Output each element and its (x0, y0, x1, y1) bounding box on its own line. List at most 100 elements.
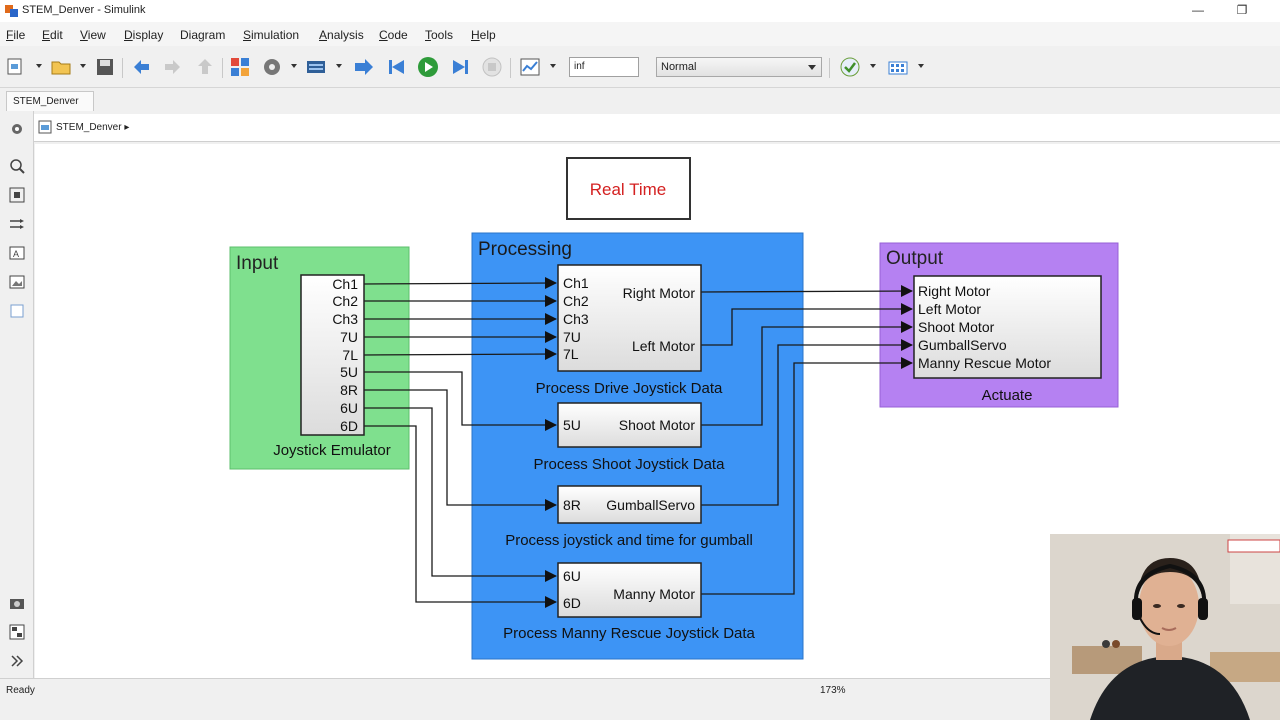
real-time-label: Real Time (590, 180, 667, 199)
zoom-icon[interactable] (9, 158, 25, 174)
input-area-label: Input (236, 253, 279, 274)
wire-shoot-motor[interactable] (701, 326, 912, 426)
actuate-input-shoot-motor: Shoot Motor (918, 319, 995, 335)
tab-stem-denver[interactable]: STEM_Denver (6, 91, 94, 111)
wire-ch3-arrowhead (545, 313, 557, 325)
run-icon[interactable] (417, 56, 439, 78)
open-folder-icon[interactable] (50, 56, 72, 78)
menu-diagram[interactable]: Diagram (180, 28, 226, 42)
wire-right-motor[interactable] (700, 290, 913, 293)
shoot-input-5u: 5U (563, 417, 581, 433)
menu-help[interactable]: Help (471, 28, 496, 42)
check-icon[interactable] (839, 56, 861, 78)
record-icon[interactable] (519, 56, 541, 78)
image-icon[interactable] (9, 274, 25, 290)
wire-left-motor-arrowhead (901, 303, 913, 315)
model-browser-icon[interactable] (9, 624, 25, 640)
joystick-port-5u: 5U (340, 364, 358, 380)
process-shoot-block[interactable]: 5U Shoot Motor Process Shoot Joystick Da… (534, 402, 726, 473)
stop-icon[interactable] (481, 56, 503, 78)
save-icon[interactable] (94, 56, 116, 78)
open-dropdown[interactable] (80, 64, 86, 68)
simulation-mode-select[interactable]: Normal (656, 57, 822, 77)
library-browser-icon[interactable] (229, 56, 251, 78)
drive-input-7u: 7U (563, 329, 581, 345)
window-title: STEM_Denver - Simulink (22, 4, 146, 16)
wire-left-motor[interactable] (701, 308, 912, 346)
simulink-app-icon (5, 5, 18, 17)
expand-palette-icon[interactable] (9, 653, 25, 669)
drive-output-right-motor: Right Motor (623, 285, 696, 301)
wire-8r[interactable] (364, 389, 556, 506)
manny-input-6u: 6U (563, 568, 581, 584)
connect-icon[interactable] (9, 216, 25, 232)
wire-6d[interactable] (364, 425, 556, 603)
stop-time-input[interactable]: inf (569, 57, 639, 77)
wire-5u[interactable] (364, 371, 556, 426)
wire-7l-arrowhead (545, 348, 557, 360)
wire-manny-motor-arrowhead (901, 357, 913, 369)
process-drive-label: Process Drive Joystick Data (536, 380, 723, 397)
left-palette: A (0, 111, 34, 678)
toolbar (0, 46, 1280, 88)
actuate-input-gumballservo: GumballServo (918, 337, 1007, 353)
drive-output-left-motor: Left Motor (632, 338, 695, 354)
check-dropdown[interactable] (870, 64, 876, 68)
wire-manny-motor[interactable] (701, 362, 912, 595)
menu-display[interactable]: Display (124, 28, 164, 42)
signal-lines (363, 282, 913, 603)
menu-file[interactable]: File (6, 28, 26, 42)
real-time-block[interactable]: Real Time (566, 157, 691, 220)
wire-7l[interactable] (363, 353, 557, 356)
output-area-label: Output (886, 248, 944, 269)
step-back-icon[interactable] (353, 56, 375, 78)
menu-simulation[interactable]: Simulation (243, 28, 300, 42)
annotation-icon[interactable]: A (9, 245, 25, 261)
menu-code[interactable]: Code (379, 28, 408, 42)
display-dropdown[interactable] (918, 64, 924, 68)
new-model-dropdown[interactable] (36, 64, 42, 68)
process-gumball-block[interactable]: 8R GumballServo Process joystick and tim… (505, 485, 753, 549)
model-explorer-icon[interactable] (305, 56, 327, 78)
breadcrumb[interactable]: STEM_Denver ▸ (56, 122, 130, 133)
joystick-port-8r: 8R (340, 382, 358, 398)
menu-tools[interactable]: Tools (425, 28, 454, 42)
menu-edit[interactable]: Edit (42, 28, 63, 42)
step-forward-icon[interactable] (449, 56, 471, 78)
screenshot-icon[interactable] (9, 595, 25, 611)
minimize-button[interactable]: — (1192, 3, 1204, 17)
area-icon[interactable] (9, 303, 25, 319)
forward-arrow-icon[interactable] (162, 56, 184, 78)
gumball-input-8r: 8R (563, 497, 581, 513)
restore-button[interactable]: ❐ (1236, 3, 1248, 17)
back-arrow-icon[interactable] (130, 56, 152, 78)
record-dropdown[interactable] (550, 64, 556, 68)
display-grid-icon[interactable] (887, 56, 909, 78)
up-arrow-icon[interactable] (194, 56, 216, 78)
fit-to-view-icon[interactable] (9, 187, 25, 203)
explorer-dropdown[interactable] (336, 64, 342, 68)
tab-strip: STEM_Denver (0, 89, 1280, 111)
menu-analysis[interactable]: Analysis (319, 28, 364, 42)
wire-ch1[interactable] (363, 282, 557, 285)
hide-explorer-icon[interactable] (9, 121, 25, 137)
model-icon (38, 120, 52, 134)
step-back-icon-2[interactable] (386, 56, 408, 78)
process-manny-block[interactable]: 6U 6D Manny Motor Process Manny Rescue J… (503, 562, 756, 642)
wire-6u-arrowhead (545, 570, 557, 582)
new-model-icon[interactable] (5, 56, 27, 78)
chevron-right-icon: ▸ (124, 122, 130, 133)
wire-gumball-servo-arrowhead (901, 339, 913, 351)
model-settings-icon[interactable] (261, 56, 283, 78)
menu-view[interactable]: View (80, 28, 106, 42)
wire-6u[interactable] (364, 407, 556, 577)
wire-gumball-servo[interactable] (701, 344, 912, 506)
settings-dropdown[interactable] (291, 64, 297, 68)
